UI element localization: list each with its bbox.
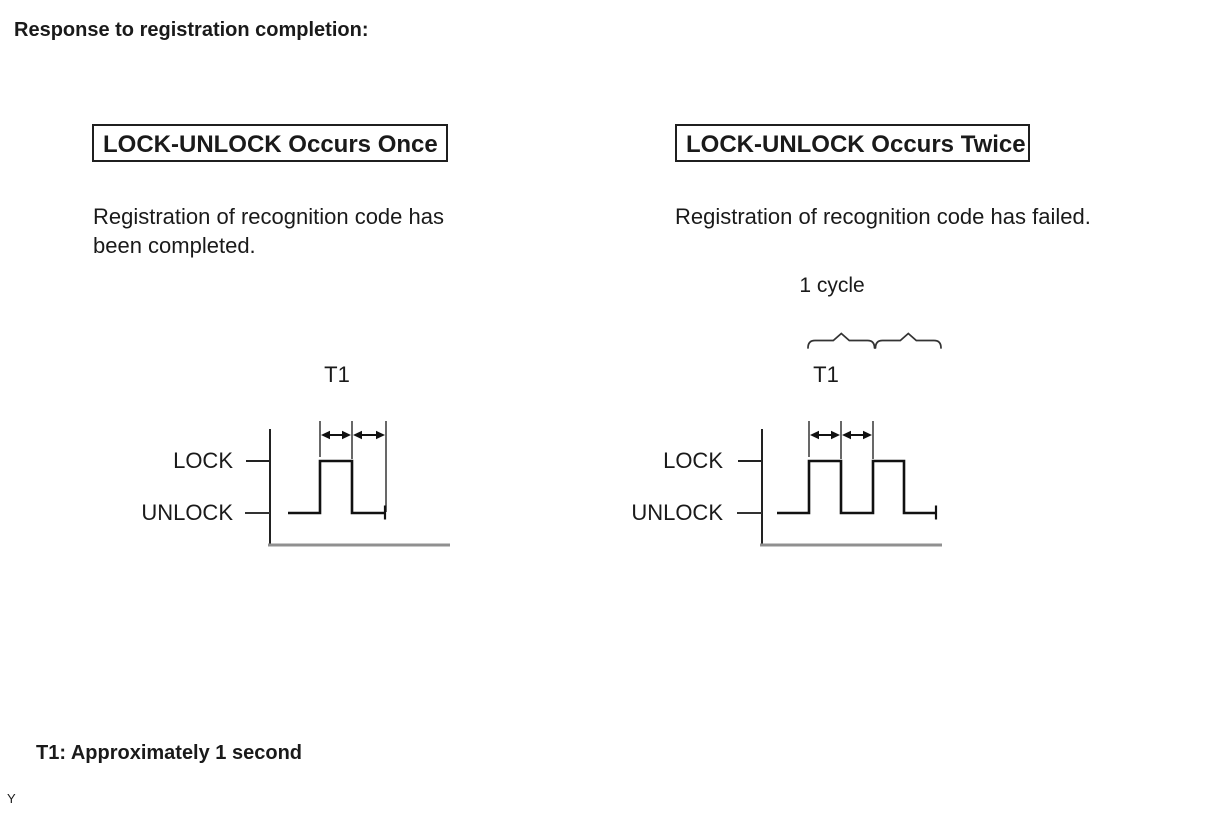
description-occurs-once: Registration of recognition code has bee… bbox=[93, 202, 444, 260]
t1-label-once: T1 bbox=[324, 362, 350, 387]
panel-title-occurs-once: LOCK-UNLOCK Occurs Once bbox=[92, 124, 448, 162]
t1-definition-note: T1: Approximately 1 second bbox=[36, 742, 302, 764]
description-line: Registration of recognition code has bbox=[93, 204, 444, 229]
page-marker: Y bbox=[7, 791, 16, 806]
t1-label-twice: T1 bbox=[813, 362, 839, 387]
diagram-occurs-once bbox=[245, 421, 450, 547]
one-cycle-label: 1 cycle bbox=[799, 274, 865, 297]
unlock-label-once: UNLOCK bbox=[141, 500, 233, 525]
unlock-label-twice: UNLOCK bbox=[631, 500, 723, 525]
waveform-once bbox=[288, 459, 385, 515]
lock-label-twice: LOCK bbox=[663, 448, 723, 473]
panel-title-occurs-twice: LOCK-UNLOCK Occurs Twice bbox=[675, 124, 1030, 162]
t1-dimension-arrows bbox=[810, 430, 872, 440]
page-title: Response to registration completion: bbox=[14, 19, 369, 41]
waveform-twice bbox=[777, 459, 936, 515]
description-occurs-twice: Registration of recognition code has fai… bbox=[675, 202, 1091, 231]
description-line: Registration of recognition code has fai… bbox=[675, 204, 1091, 229]
t1-dimension-arrows bbox=[321, 430, 385, 440]
lock-label-once: LOCK bbox=[173, 448, 233, 473]
description-line: been completed. bbox=[93, 233, 256, 258]
cycle-brace bbox=[807, 332, 942, 349]
